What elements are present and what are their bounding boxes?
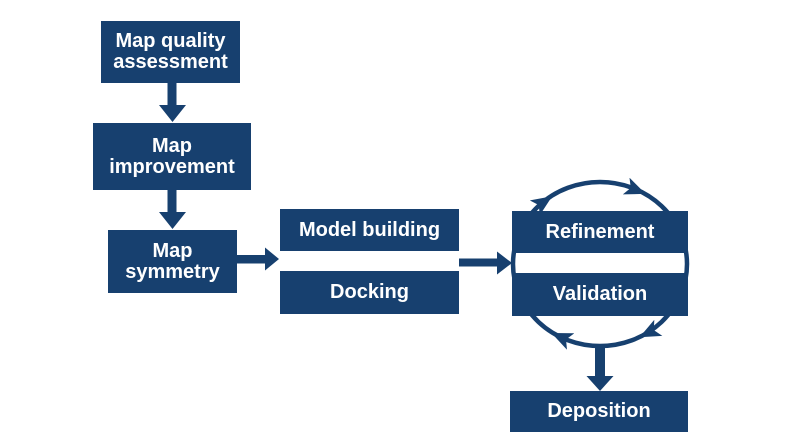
node-docking: Docking (280, 271, 459, 314)
node-map-improvement: Map improvement (93, 123, 251, 190)
node-validation-label: Validation (552, 283, 648, 305)
node-docking-label: Docking (330, 281, 409, 303)
node-map-improvement-label: Map improvement (109, 134, 235, 178)
node-deposition-label: Deposition (547, 400, 651, 422)
arrow-map-improvement-to-map-symmetry-icon (159, 190, 186, 229)
node-refinement-label: Refinement (545, 220, 655, 243)
node-refinement: Refinement (512, 211, 688, 253)
arrow-map-quality-to-map-improvement-icon (159, 83, 186, 122)
node-deposition: Deposition (510, 391, 688, 432)
node-model-building: Model building (280, 209, 459, 251)
node-validation: Validation (512, 273, 688, 316)
node-model-building-label: Model building (298, 218, 441, 241)
cycle-ellipse (510, 179, 690, 349)
node-map-symmetry: Map symmetry (108, 230, 237, 293)
node-map-quality-assessment: Map quality assessment (101, 21, 240, 83)
arrow-map-symmetry-to-model-building-icon (237, 247, 279, 271)
node-map-quality-assessment-label: Map quality assessment (113, 30, 228, 73)
arrow-cycle-to-deposition-icon (586, 344, 614, 391)
node-map-symmetry-label: Map symmetry (125, 239, 220, 283)
arrow-model-building-to-refinement-icon (459, 251, 512, 275)
